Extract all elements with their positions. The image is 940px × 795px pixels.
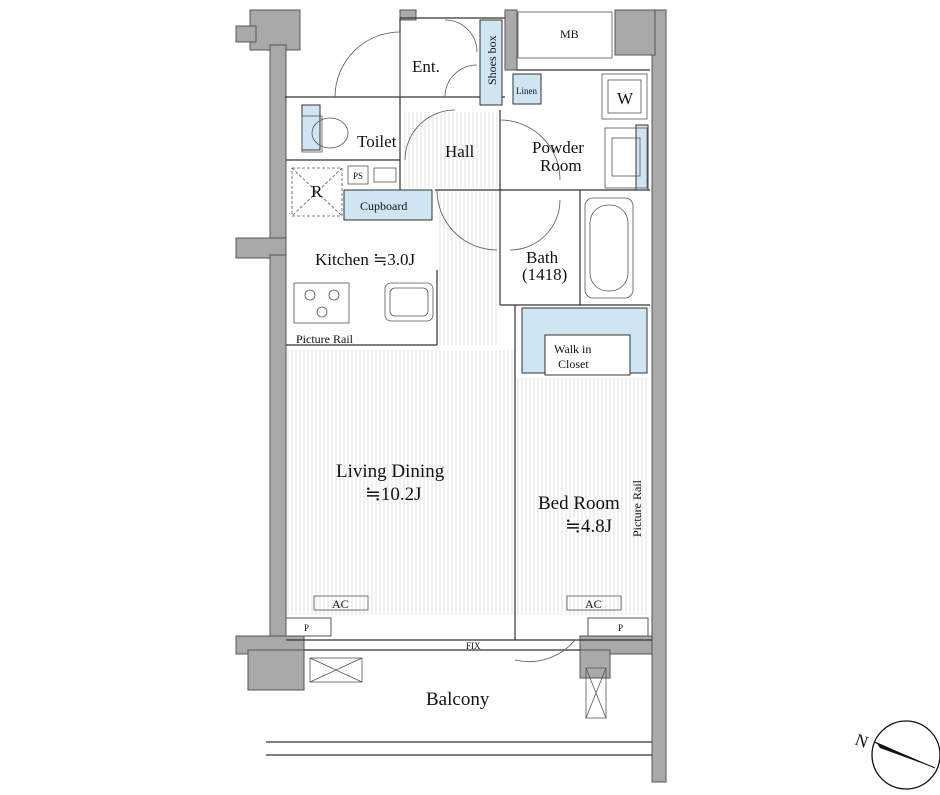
doors	[334, 19, 576, 662]
label-fix: FIX	[466, 641, 481, 651]
label-cupboard: Cupboard	[360, 199, 407, 213]
linen-shelf	[512, 73, 542, 105]
label-refrigerator: R	[311, 182, 323, 201]
label-bed-room-2: ≒4.8J	[565, 516, 612, 537]
label-walk-in-2: Closet	[558, 357, 589, 371]
label-walk-in-1: Walk in	[554, 342, 591, 356]
label-entrance: Ent.	[412, 57, 440, 76]
label-ac-left: AC	[332, 597, 349, 611]
label-living-dining-2: ≒10.2J	[365, 484, 422, 505]
interior-walls	[266, 17, 652, 756]
label-balcony: Balcony	[426, 689, 490, 710]
toilet-bowl	[311, 117, 349, 149]
label-mb: MB	[560, 27, 579, 41]
compass: N	[853, 720, 940, 790]
label-hall: Hall	[445, 142, 475, 161]
shoes-box-shelf	[479, 19, 503, 106]
label-ps: PS	[353, 171, 363, 181]
label-powder-room-2: Room	[540, 156, 582, 175]
label-washer: W	[617, 89, 634, 108]
compass-north-label: N	[853, 730, 871, 752]
label-picture-rail-bed: Picture Rail	[630, 479, 644, 537]
walls	[235, 9, 667, 783]
room-labels: Ent. Shoes box MB Linen W Toilet Hall Po…	[296, 27, 644, 710]
label-bed-room-1: Bed Room	[538, 493, 620, 514]
label-p-left: P	[304, 623, 309, 633]
cupboard-shelf	[343, 189, 433, 221]
flooring-hatch	[287, 112, 647, 615]
label-powder-room-1: Powder	[532, 138, 584, 157]
label-bath-2: (1418)	[522, 265, 567, 284]
label-p-right: P	[618, 623, 623, 633]
label-living-dining-1: Living Dining	[336, 461, 445, 482]
label-toilet: Toilet	[357, 132, 397, 151]
label-linen: Linen	[516, 86, 537, 96]
fixtures	[291, 11, 649, 719]
label-ac-right: AC	[585, 597, 602, 611]
label-shoes-box: Shoes box	[485, 35, 499, 85]
label-picture-rail-kitchen: Picture Rail	[296, 332, 354, 346]
label-kitchen: Kitchen ≒3.0J	[315, 250, 416, 269]
label-bath-1: Bath	[526, 248, 559, 267]
